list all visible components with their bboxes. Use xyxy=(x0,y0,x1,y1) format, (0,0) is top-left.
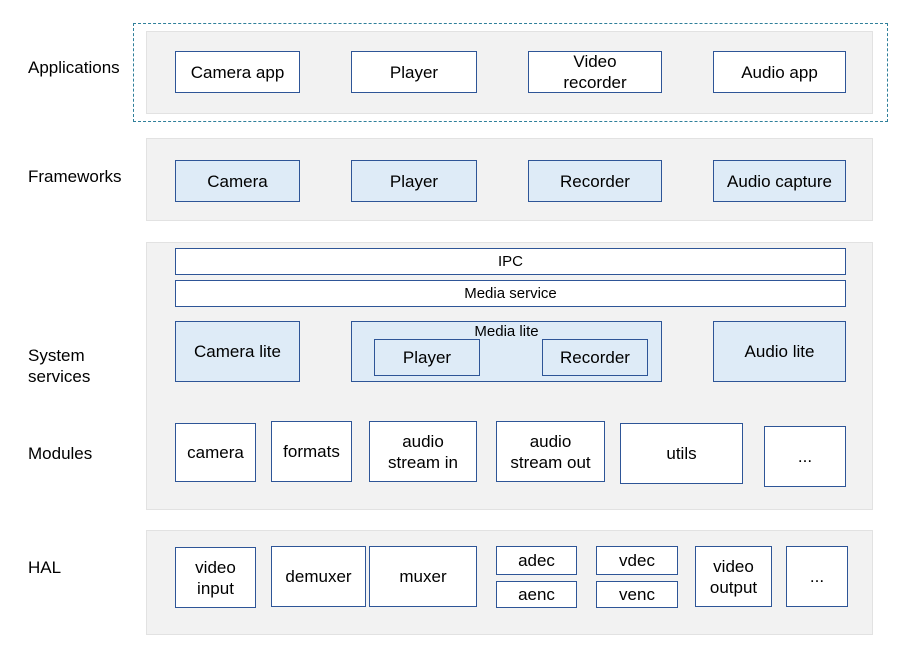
media-lite-recorder-box: Recorder xyxy=(542,339,648,376)
camera-lite-box: Camera lite xyxy=(175,321,300,382)
audio-app-box: Audio app xyxy=(713,51,846,93)
layer-label-applications: Applications xyxy=(28,58,120,77)
module-formats-box: formats xyxy=(271,421,352,482)
recorder-framework-box: Recorder xyxy=(528,160,662,202)
video-recorder-app-box: Video recorder xyxy=(528,51,662,93)
hal-muxer-box: muxer xyxy=(369,546,477,607)
module-audio-stream-in-box: audio stream in xyxy=(369,421,477,482)
layer-label-system-services: System services xyxy=(28,346,91,386)
player-framework-box: Player xyxy=(351,160,477,202)
module-audio-stream-out-box: audio stream out xyxy=(496,421,605,482)
hal-adec-box: adec xyxy=(496,546,577,575)
layer-label-hal: HAL xyxy=(28,558,62,577)
hal-video-output-box: video output xyxy=(695,546,772,607)
hal-aenc-box: aenc xyxy=(496,581,577,608)
camera-framework-box: Camera xyxy=(175,160,300,202)
hal-vdec-box: vdec xyxy=(596,546,678,575)
hal-more-box: ... xyxy=(786,546,848,607)
audio-capture-framework-box: Audio capture xyxy=(713,160,846,202)
applications-dashed-frame xyxy=(133,23,888,122)
media-lite-player-box: Player xyxy=(374,339,480,376)
hal-video-input-box: video input xyxy=(175,547,256,608)
module-utils-box: utils xyxy=(620,423,743,484)
media-service-box: Media service xyxy=(175,280,846,307)
module-more-box: ... xyxy=(764,426,846,487)
media-lite-title: Media lite xyxy=(474,323,539,340)
audio-lite-box: Audio lite xyxy=(713,321,846,382)
hal-demuxer-box: demuxer xyxy=(271,546,366,607)
layer-label-modules: Modules xyxy=(28,444,93,463)
ipc-box: IPC xyxy=(175,248,846,275)
module-camera-box: camera xyxy=(175,423,256,482)
layer-label-frameworks: Frameworks xyxy=(28,167,122,186)
player-app-box: Player xyxy=(351,51,477,93)
hal-venc-box: venc xyxy=(596,581,678,608)
camera-app-box: Camera app xyxy=(175,51,300,93)
